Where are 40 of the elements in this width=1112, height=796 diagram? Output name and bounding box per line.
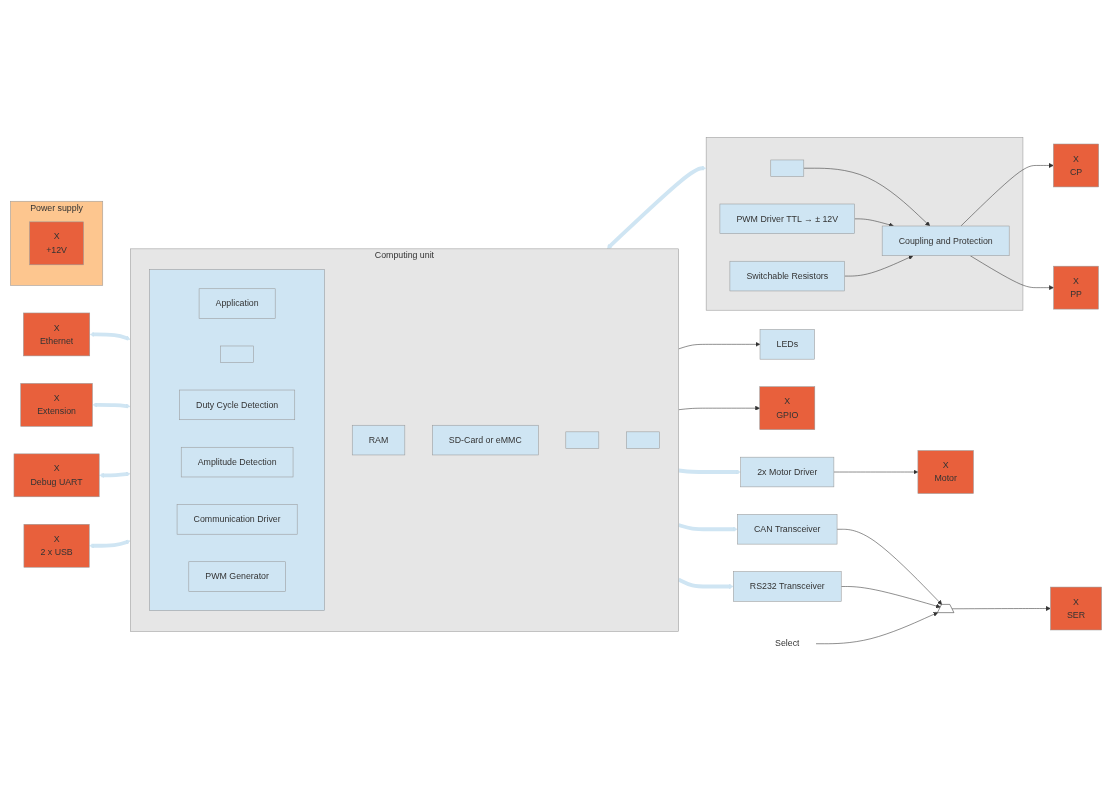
arrow: [92, 402, 131, 409]
node-box: [220, 345, 254, 363]
node-box: RAM: [351, 424, 406, 456]
arrow: [677, 577, 734, 589]
node-text: Select: [775, 638, 800, 649]
node-box: X 2 x USB: [23, 524, 90, 568]
node-box: CAN Transceiver: [737, 514, 838, 545]
node-box: Duty Cycle Detection: [179, 389, 296, 420]
node-box: RS232 Transceiver: [733, 571, 842, 602]
node-box: X Motor: [917, 450, 974, 494]
node-box: X Debug UART: [13, 453, 100, 498]
node-box: [770, 159, 805, 177]
arrow: [606, 165, 707, 249]
cluster: [705, 137, 1024, 311]
node-box: PWM Generator: [188, 561, 286, 592]
node-box: X CP: [1053, 143, 1099, 188]
node-box: Coupling and Protection: [881, 225, 1010, 256]
node-box: X +12V: [29, 221, 84, 266]
node-box: X GPIO: [759, 386, 816, 430]
node-box: SD-Card or eMMC: [432, 424, 539, 456]
node-box: 2x Motor Driver: [740, 456, 835, 488]
node-box: [626, 431, 660, 449]
node-box: X PP: [1053, 265, 1099, 310]
arrow: [99, 471, 131, 478]
node-box: X SER: [1050, 586, 1102, 631]
node-box: Amplitude Detection: [180, 447, 294, 478]
node-box: LEDs: [759, 329, 815, 360]
cluster: [149, 269, 325, 611]
node-box: Switchable Resistors: [729, 260, 845, 292]
node-box: X Ethernet: [23, 312, 90, 357]
node-box: [565, 431, 600, 449]
node-box: X Extension: [20, 383, 93, 427]
node-box: Application: [198, 288, 276, 319]
arrow: [678, 523, 738, 532]
node-trapezoid: [937, 604, 955, 613]
arrow: [89, 332, 131, 341]
node-box: PWM Driver TTL → ± 12V: [719, 203, 855, 234]
arrow: [678, 468, 741, 475]
arrow: [89, 539, 131, 549]
node-box: Communication Driver: [176, 504, 298, 535]
